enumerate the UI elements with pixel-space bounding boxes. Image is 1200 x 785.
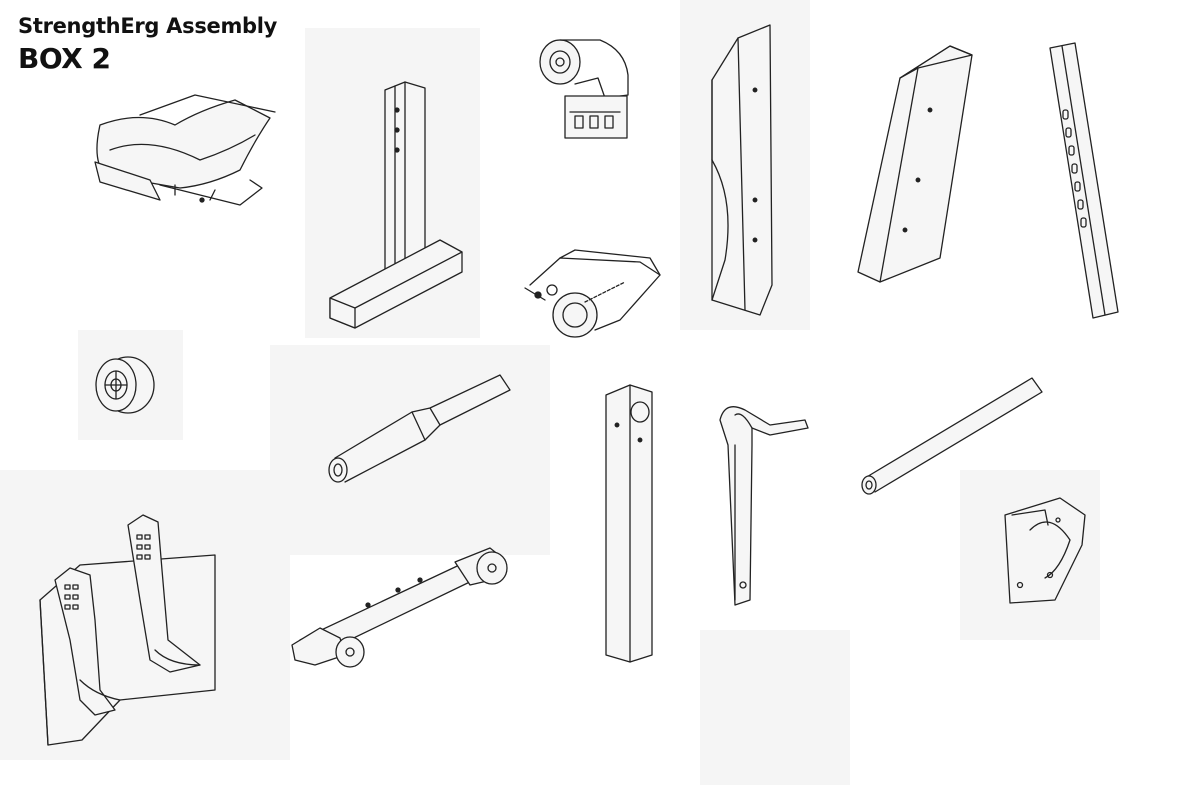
wheel-part <box>95 356 155 414</box>
strap-hook-part <box>719 406 809 606</box>
long-tube-part <box>861 377 1043 495</box>
seat-carriage-part <box>524 249 661 338</box>
back-panel-part <box>857 45 973 283</box>
front-stand-part <box>329 81 463 329</box>
handle-tube-part <box>328 374 511 483</box>
page-title: StrengthErg Assembly <box>18 14 278 38</box>
wall-bracket-part <box>1004 497 1086 604</box>
adjustment-bar-part <box>1049 42 1119 319</box>
footplate-part <box>39 514 216 746</box>
square-column-part <box>605 384 653 663</box>
roller-bracket-part <box>539 39 629 139</box>
page-header: StrengthErg Assembly BOX 2 <box>18 14 277 75</box>
box-label: BOX 2 <box>18 42 111 75</box>
seat-part <box>94 94 276 206</box>
tall-side-rail-part <box>711 24 773 316</box>
rail-rollers-part <box>291 547 508 668</box>
